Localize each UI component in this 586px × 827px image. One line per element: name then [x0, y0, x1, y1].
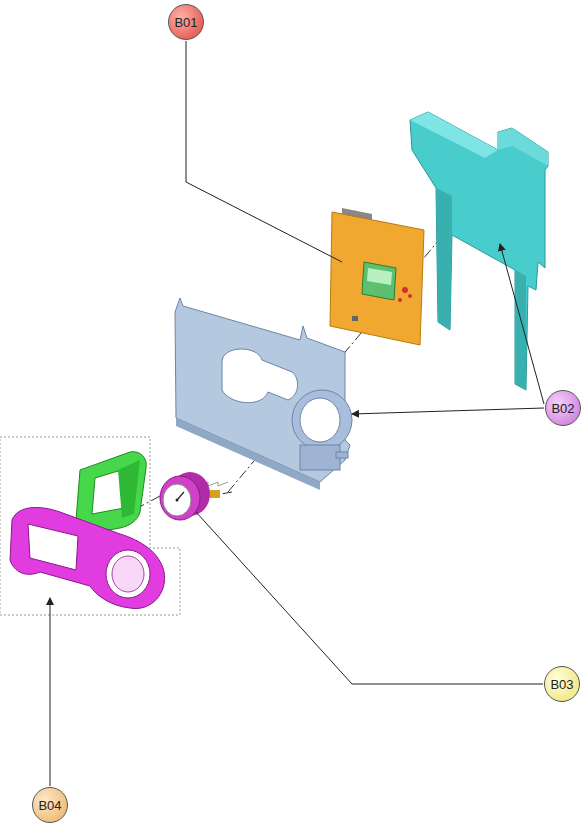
callout-circle: B03 — [544, 666, 580, 702]
callout-circle: B01 — [168, 4, 204, 40]
pressure-gauge — [160, 472, 228, 520]
callout-number: B04 — [38, 798, 61, 813]
chassis-bracket — [175, 298, 352, 490]
callout-number: B03 — [550, 677, 573, 692]
callout-circle: B02 — [545, 390, 581, 426]
control-board — [330, 208, 424, 345]
cyan-housing — [410, 112, 548, 390]
front-bezel — [10, 507, 165, 608]
callout-circle: B04 — [32, 787, 68, 823]
callout-number: B01 — [174, 15, 197, 30]
callout-number: B02 — [551, 401, 574, 416]
group-outline — [0, 437, 180, 615]
